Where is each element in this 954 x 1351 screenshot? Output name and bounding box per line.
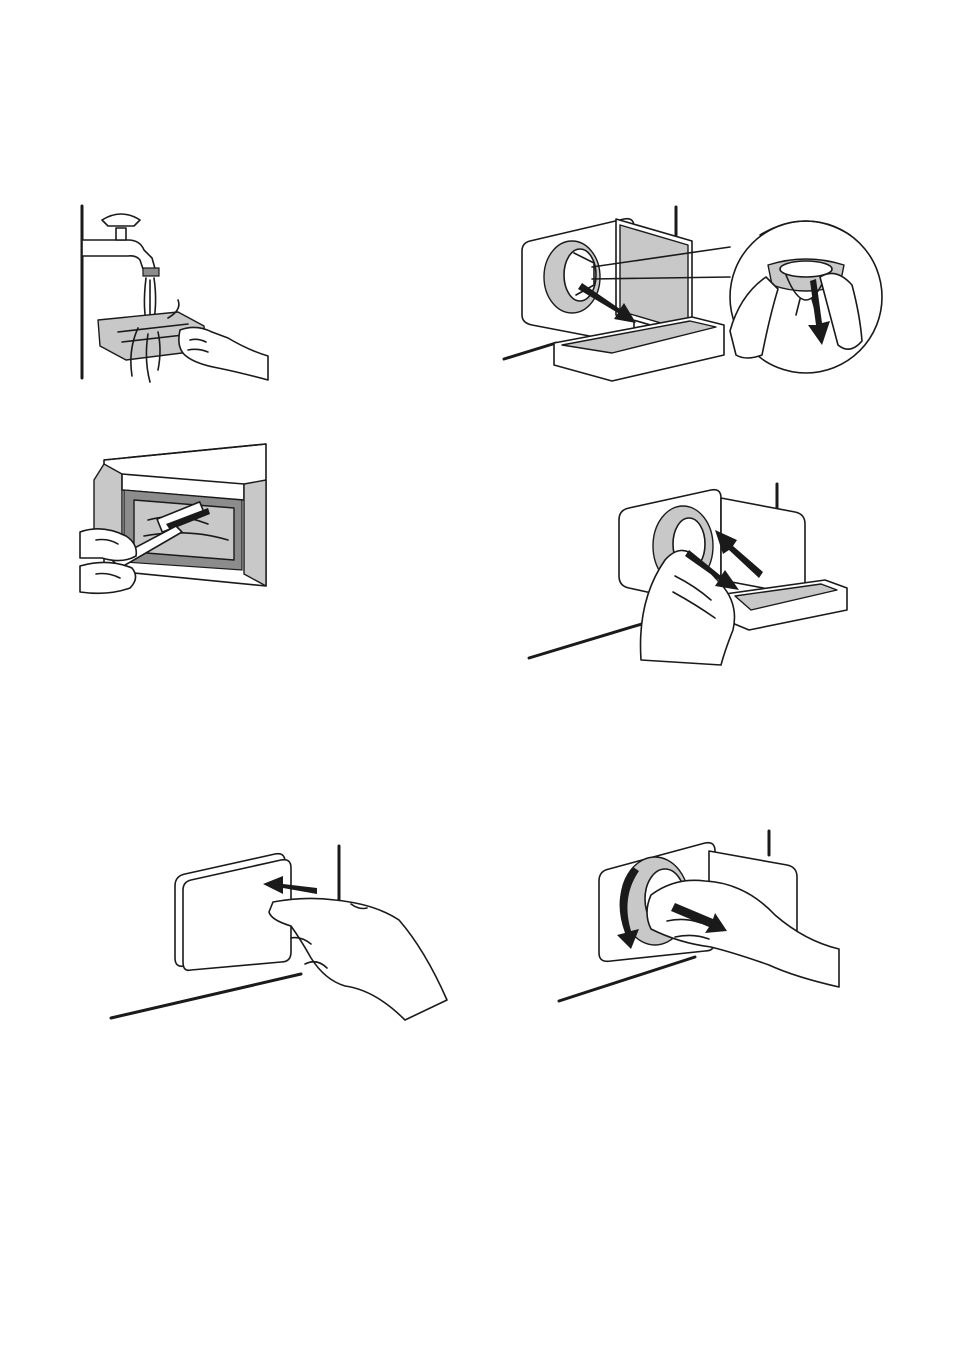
figure-open-flap [105,840,450,1025]
figure-remove-filter [500,205,885,395]
figure-reinsert-filter [525,480,855,665]
figure-rinse-filter [78,200,268,385]
figure-unscrew-filter [555,825,840,1010]
figure-brush-housing [78,440,268,600]
